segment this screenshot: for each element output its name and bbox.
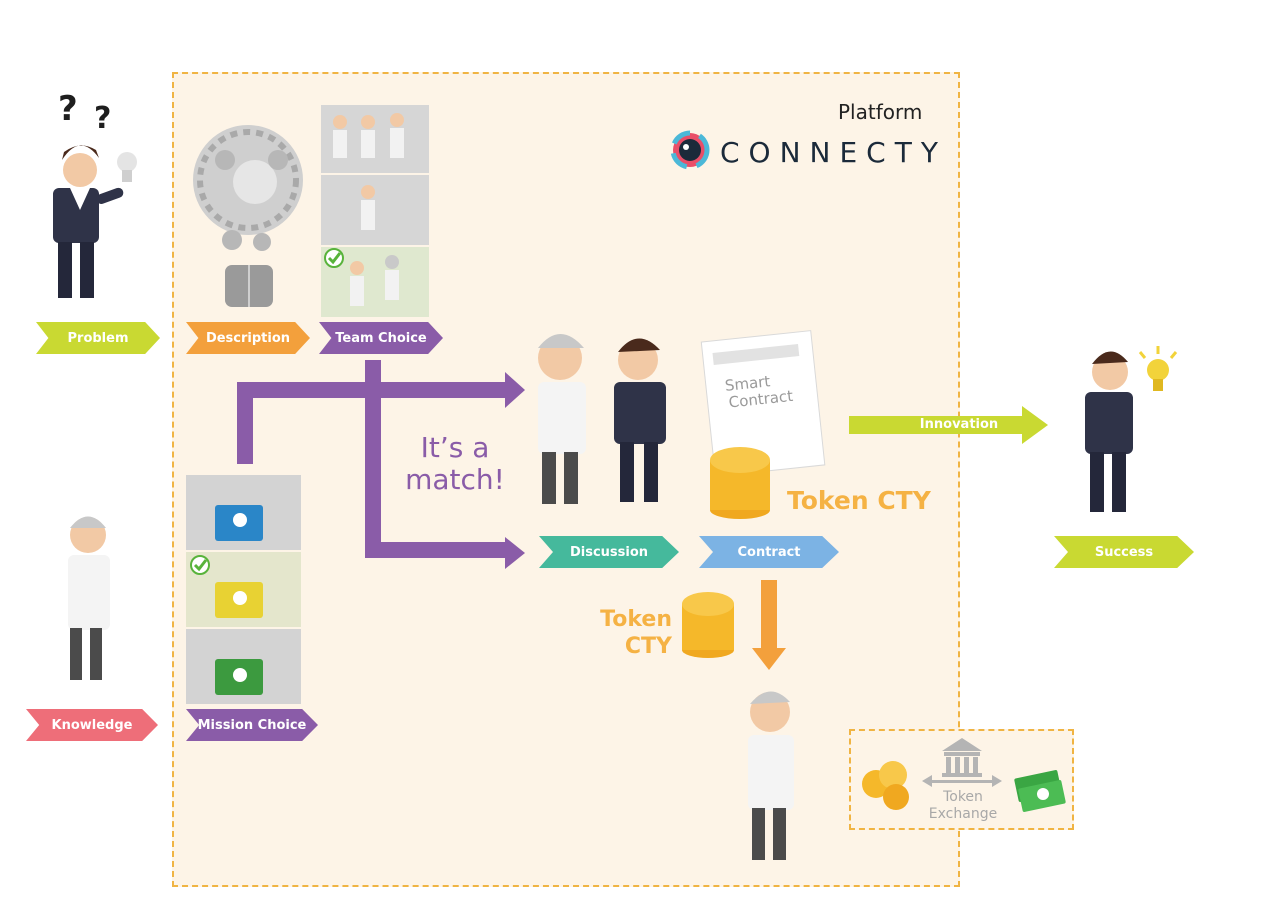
coins-icon xyxy=(682,447,770,658)
stage-team-choice: Team Choice xyxy=(319,322,443,354)
stage-problem: Problem xyxy=(36,322,160,354)
token-side-line1: Token xyxy=(600,607,672,632)
exchange-coins-icon xyxy=(862,761,909,810)
stage-knowledge: Knowledge xyxy=(26,709,158,741)
money-icon xyxy=(1014,770,1066,812)
problem-person-icon xyxy=(53,145,124,298)
match-flow-arrows xyxy=(237,360,525,569)
receiving-scientist-icon xyxy=(748,691,794,860)
success-person-icon xyxy=(1085,351,1133,512)
stage-contract: Contract xyxy=(699,536,839,568)
token-exchange-label: Token Exchange xyxy=(918,789,1008,823)
innovation-arrow xyxy=(849,406,1048,444)
connecty-logo-text: CONNECTY xyxy=(720,136,947,169)
gear-bulb-icon xyxy=(193,125,303,307)
light-bulb-icon xyxy=(117,152,137,182)
token-down-arrow xyxy=(752,580,786,670)
stage-innovation: Innovation xyxy=(919,417,999,432)
stage-mission-choice: Mission Choice xyxy=(186,709,318,741)
platform-label: Platform xyxy=(838,100,923,124)
token-side-line2: CTY xyxy=(624,634,672,659)
handshake-icon xyxy=(538,334,666,504)
token-exchange-line1: Token xyxy=(943,789,983,805)
knowledge-scientist-icon xyxy=(68,516,110,680)
token-cty-label: Token CTY xyxy=(787,486,931,515)
bank-icon xyxy=(942,738,982,777)
mission-check-icon xyxy=(190,555,210,575)
match-line1: It’s a xyxy=(420,431,490,464)
stage-description: Description xyxy=(186,322,310,354)
check-icon xyxy=(324,248,344,268)
svg-text:?: ? xyxy=(58,89,78,129)
token-cty-side-label: Token CTY xyxy=(598,606,672,660)
exchange-arrow-icon xyxy=(922,775,1002,787)
stage-discussion: Discussion xyxy=(539,536,679,568)
contract-doc-line1: Smart xyxy=(724,372,771,395)
stage-success: Success xyxy=(1054,536,1194,568)
team-people-icon xyxy=(333,113,404,306)
match-line2: match! xyxy=(405,463,505,496)
question-marks-icon: ? ? xyxy=(58,89,111,136)
token-exchange-line2: Exchange xyxy=(928,806,998,822)
svg-text:?: ? xyxy=(94,101,111,136)
idea-bulb-icon xyxy=(1138,346,1178,391)
smart-contract-document-icon: Smart Contract xyxy=(700,330,826,477)
folder-icon xyxy=(215,505,263,695)
match-text: It’s a match! xyxy=(400,432,510,496)
